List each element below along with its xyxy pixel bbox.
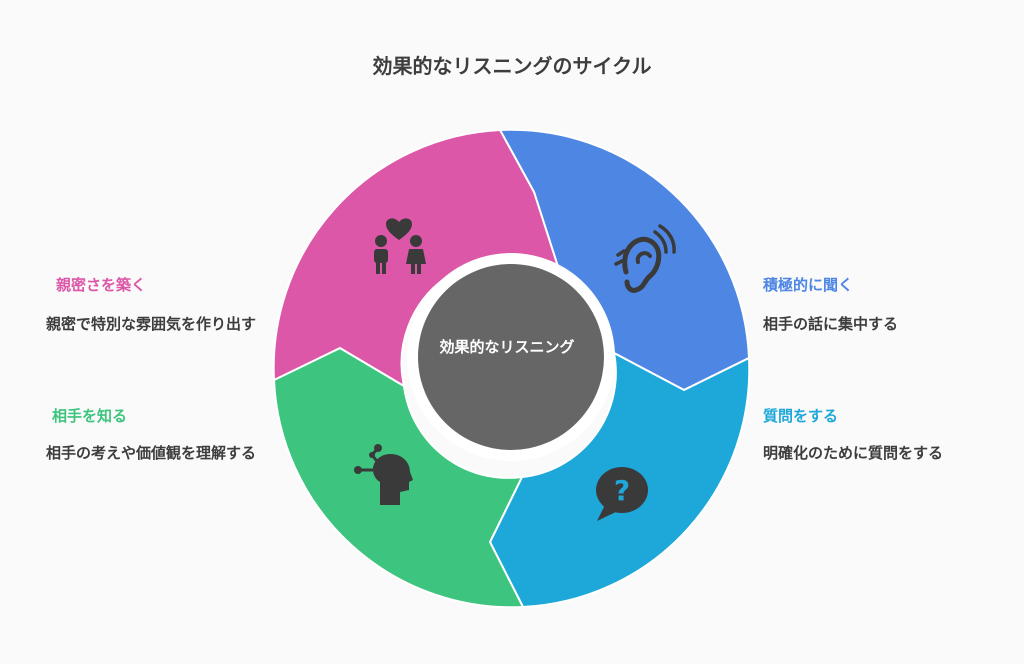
label-ask-questions-title: 質問をする [763,407,839,425]
head-thinking-icon [354,444,413,505]
label-know-others-title: 相手を知る [52,407,128,425]
label-ask-questions-desc: 明確化のために質問をする [763,444,944,462]
ear-icon [614,224,676,293]
label-know-others-desc: 相手の考えや価値観を理解する [46,444,257,462]
question-bubble-icon: ? [596,467,648,521]
label-active-listening-title: 積極的に聞く [763,276,854,294]
couple-heart-icon [374,218,426,274]
center-label: 効果的なリスニング [439,338,575,356]
label-build-intimacy-title: 親密さを築く [56,276,147,294]
center-hub [418,264,604,450]
label-active-listening-desc: 相手の話に集中する [763,315,899,333]
label-build-intimacy-desc: 親密で特別な雰囲気を作り出す [46,315,257,333]
page-title: 効果的なリスニングのサイクル [372,54,652,78]
svg-text:?: ? [614,474,630,507]
